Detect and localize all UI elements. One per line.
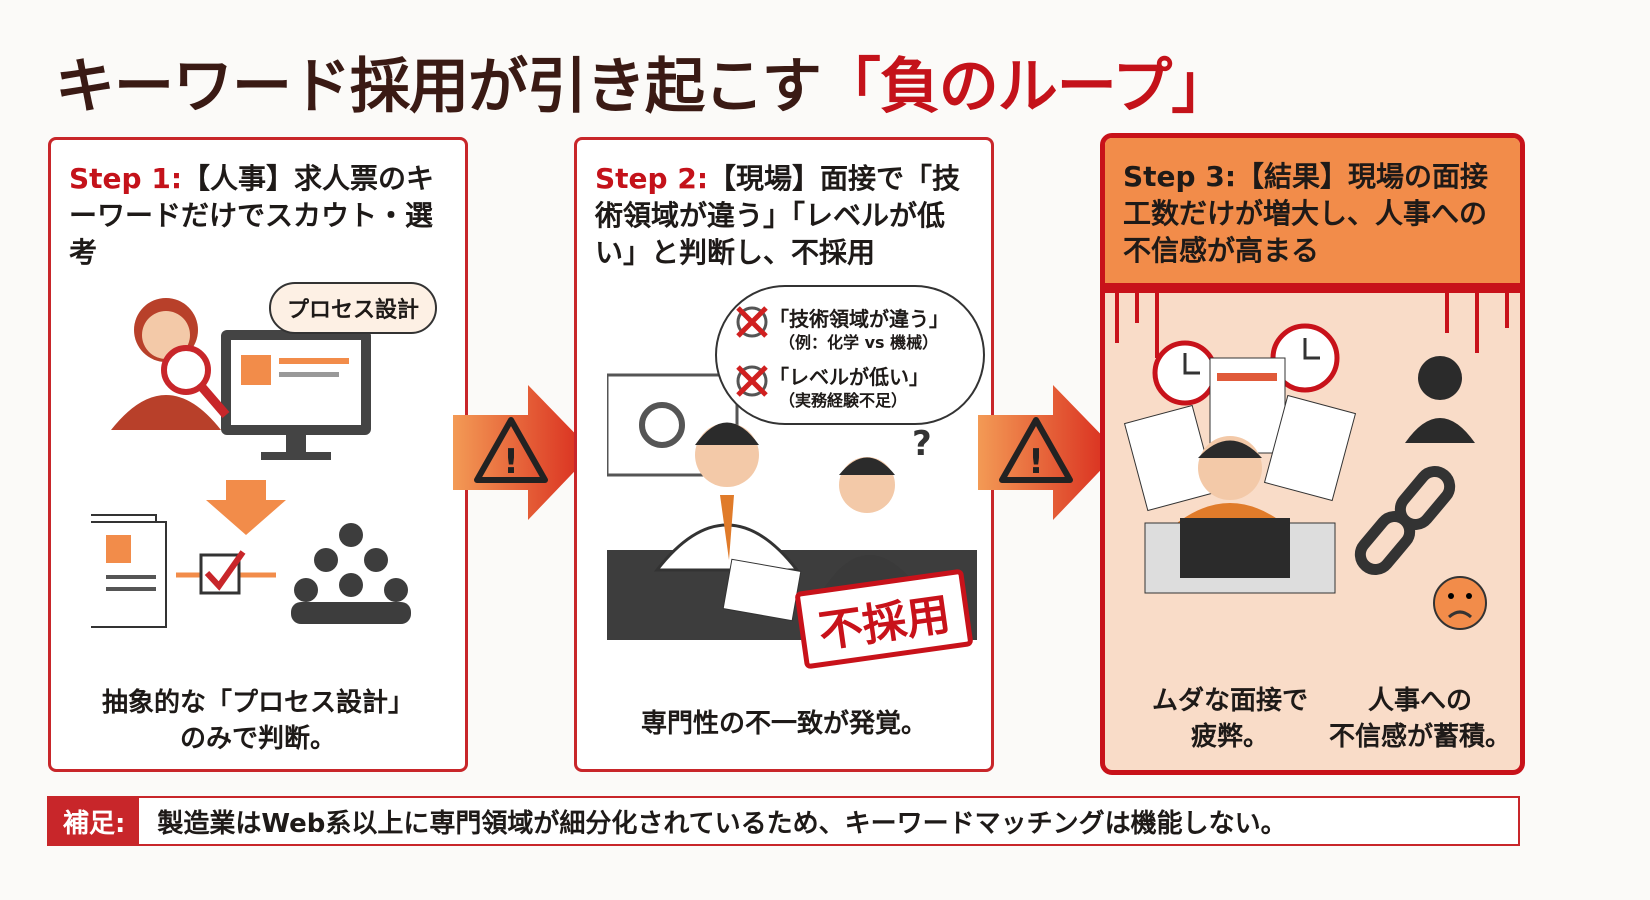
- reasons-bubble: 「技術領域が違う」 （例：化学 vs 機械） 「レベルが低い」 （実務経験不足）: [715, 285, 985, 425]
- step-number: Step 1:: [69, 162, 183, 195]
- warning-icon: [999, 417, 1073, 483]
- supplement-label: 補足:: [49, 798, 140, 844]
- reason-2-detail: （実務経験不足）: [779, 391, 908, 410]
- reason-1-detail: （例：化学 vs 機械）: [779, 333, 939, 352]
- page-title: キーワード採用が引き起こす「負のループ」: [55, 38, 1231, 125]
- warning-arrow-1: !: [453, 385, 593, 520]
- overworked-engineer-illustration: [1105, 283, 1520, 630]
- warning-arrow-2: !: [978, 385, 1118, 520]
- supplement-note: 補足: 製造業はWeb系以上に専門領域が細分化されているため、キーワードマッチン…: [47, 796, 1520, 846]
- step-2-caption: 専門性の不一致が発覚。: [640, 709, 927, 739]
- step-3-caption-right: 人事への不信感が蓄積。: [1320, 683, 1520, 755]
- step-number: Step 2:: [595, 162, 709, 195]
- step-3-header: [1105, 138, 1520, 283]
- caption-line: ムダな面接で: [1151, 686, 1308, 716]
- step-text: 【結果】現場の面接工数だけが増大し、人事への不信感が高まる: [1123, 160, 1489, 267]
- caption-line: 人事への: [1367, 686, 1472, 716]
- step-1-heading: Step 1:【人事】求人票のキーワードだけでスカウト・選考: [69, 160, 451, 271]
- step-text: 【現場】面接で「技術領域が違う」「レベルが低い」と判断し、不採用: [595, 162, 961, 269]
- warning-icon: [474, 417, 548, 483]
- caption-line: 抽象的な「プロセス設計」: [101, 688, 414, 718]
- down-arrow-icon: [206, 480, 286, 535]
- title-highlight: 「負のループ」: [820, 52, 1231, 122]
- caption-line: のみで判断。: [179, 724, 336, 754]
- reason-2: 「レベルが低い」: [769, 365, 929, 389]
- step-2-panel: Step 2:【現場】面接で「技術領域が違う」「レベルが低い」と判断し、不採用 …: [574, 137, 994, 772]
- supplement-text: 製造業はWeb系以上に専門領域が細分化されているため、キーワードマッチングは機能…: [157, 808, 1287, 839]
- process-design-bubble: プロセス設計: [269, 282, 438, 334]
- step-3-panel: Step 3:【結果】現場の面接工数だけが増大し、人事への不信感が高まる ムダな…: [1100, 133, 1525, 775]
- step-1-caption: 抽象的な「プロセス設計」のみで判断。: [51, 685, 465, 757]
- broken-chain-icon: [1354, 466, 1456, 575]
- reason-1: 「技術領域が違う」: [769, 307, 949, 331]
- x-mark-icon: [736, 306, 768, 338]
- sad-face-icon: [1433, 576, 1487, 630]
- x-mark-icon: [736, 365, 768, 397]
- question-mark: ?: [912, 424, 932, 464]
- step-text: 【人事】求人票のキーワードだけでスカウト・選考: [69, 162, 435, 269]
- step-3-caption-left: ムダな面接で疲弊。: [1125, 683, 1335, 755]
- step-number: Step 3:: [1123, 160, 1237, 193]
- warning-glyph: !: [1028, 442, 1044, 482]
- hr-person-icon: [1405, 356, 1475, 443]
- step-2-heading: Step 2:【現場】面接で「技術領域が違う」「レベルが低い」と判断し、不採用: [595, 160, 977, 271]
- warning-glyph: !: [503, 442, 519, 482]
- title-main: キーワード採用が引き起こす: [55, 52, 822, 122]
- resume-stack-icon: [91, 514, 167, 628]
- clock-icon: [1152, 340, 1218, 406]
- caption-line: 疲弊。: [1190, 722, 1269, 752]
- step-3-heading: Step 3:【結果】現場の面接工数だけが増大し、人事への不信感が高まる: [1123, 158, 1506, 269]
- caption-line: 不信感が蓄積。: [1328, 722, 1511, 752]
- gear-icon: [639, 402, 685, 448]
- candidates-group-icon: [291, 523, 411, 624]
- hr-recruiter-illustration: [91, 298, 411, 628]
- step-1-panel: Step 1:【人事】求人票のキーワードだけでスカウト・選考 プロセス設計 抽象…: [48, 137, 468, 772]
